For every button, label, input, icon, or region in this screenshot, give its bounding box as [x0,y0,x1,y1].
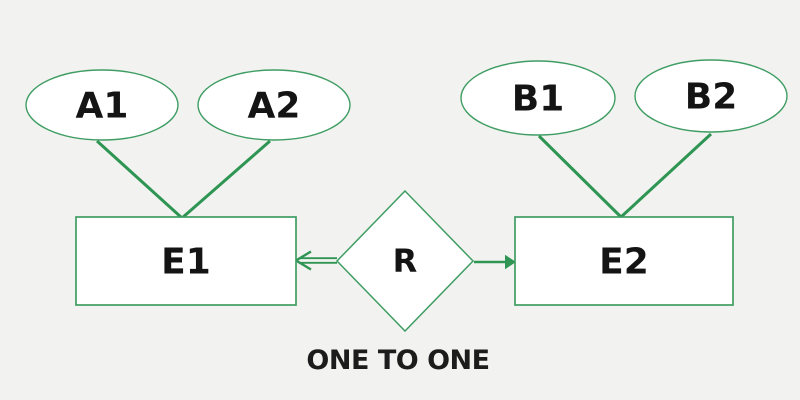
entity-e1-label: E1 [161,242,211,283]
entity-e2-box [514,216,734,306]
entity-e2-label: E2 [599,242,649,283]
relationship-r-diamond [335,189,475,333]
attribute-b2-label: B2 [685,77,738,118]
diagram-caption: ONE TO ONE [306,345,489,376]
connector-b2-e2 [619,132,713,219]
attribute-a1: A1 [25,69,179,141]
connector-a1-e1 [95,139,184,220]
entity-e2: E2 [514,216,734,306]
attribute-a2-label: A2 [248,86,301,127]
attribute-b1-ellipse [460,60,616,136]
arrow-r-to-e2 [474,254,516,270]
connector-group [95,132,713,220]
arrow-r-to-e1 [293,250,337,271]
connector-b1-e2 [537,134,623,219]
attribute-a2-ellipse [197,69,351,141]
attribute-b2: B2 [634,59,788,133]
filled-arrowhead-right-icon [505,254,516,270]
open-arrowhead-left-icon [293,250,312,271]
attribute-b1: B1 [460,60,616,136]
connector-a2-e1 [181,139,271,220]
attribute-a1-label: A1 [76,86,129,127]
entity-e1: E1 [75,216,297,306]
entity-e1-box [75,216,297,306]
attribute-b2-ellipse [634,59,788,133]
attribute-a2: A2 [197,69,351,141]
attribute-a1-ellipse [25,69,179,141]
relationship-r: R [335,189,475,333]
attribute-b1-label: B1 [512,79,565,120]
relationship-r-label: R [393,242,418,280]
